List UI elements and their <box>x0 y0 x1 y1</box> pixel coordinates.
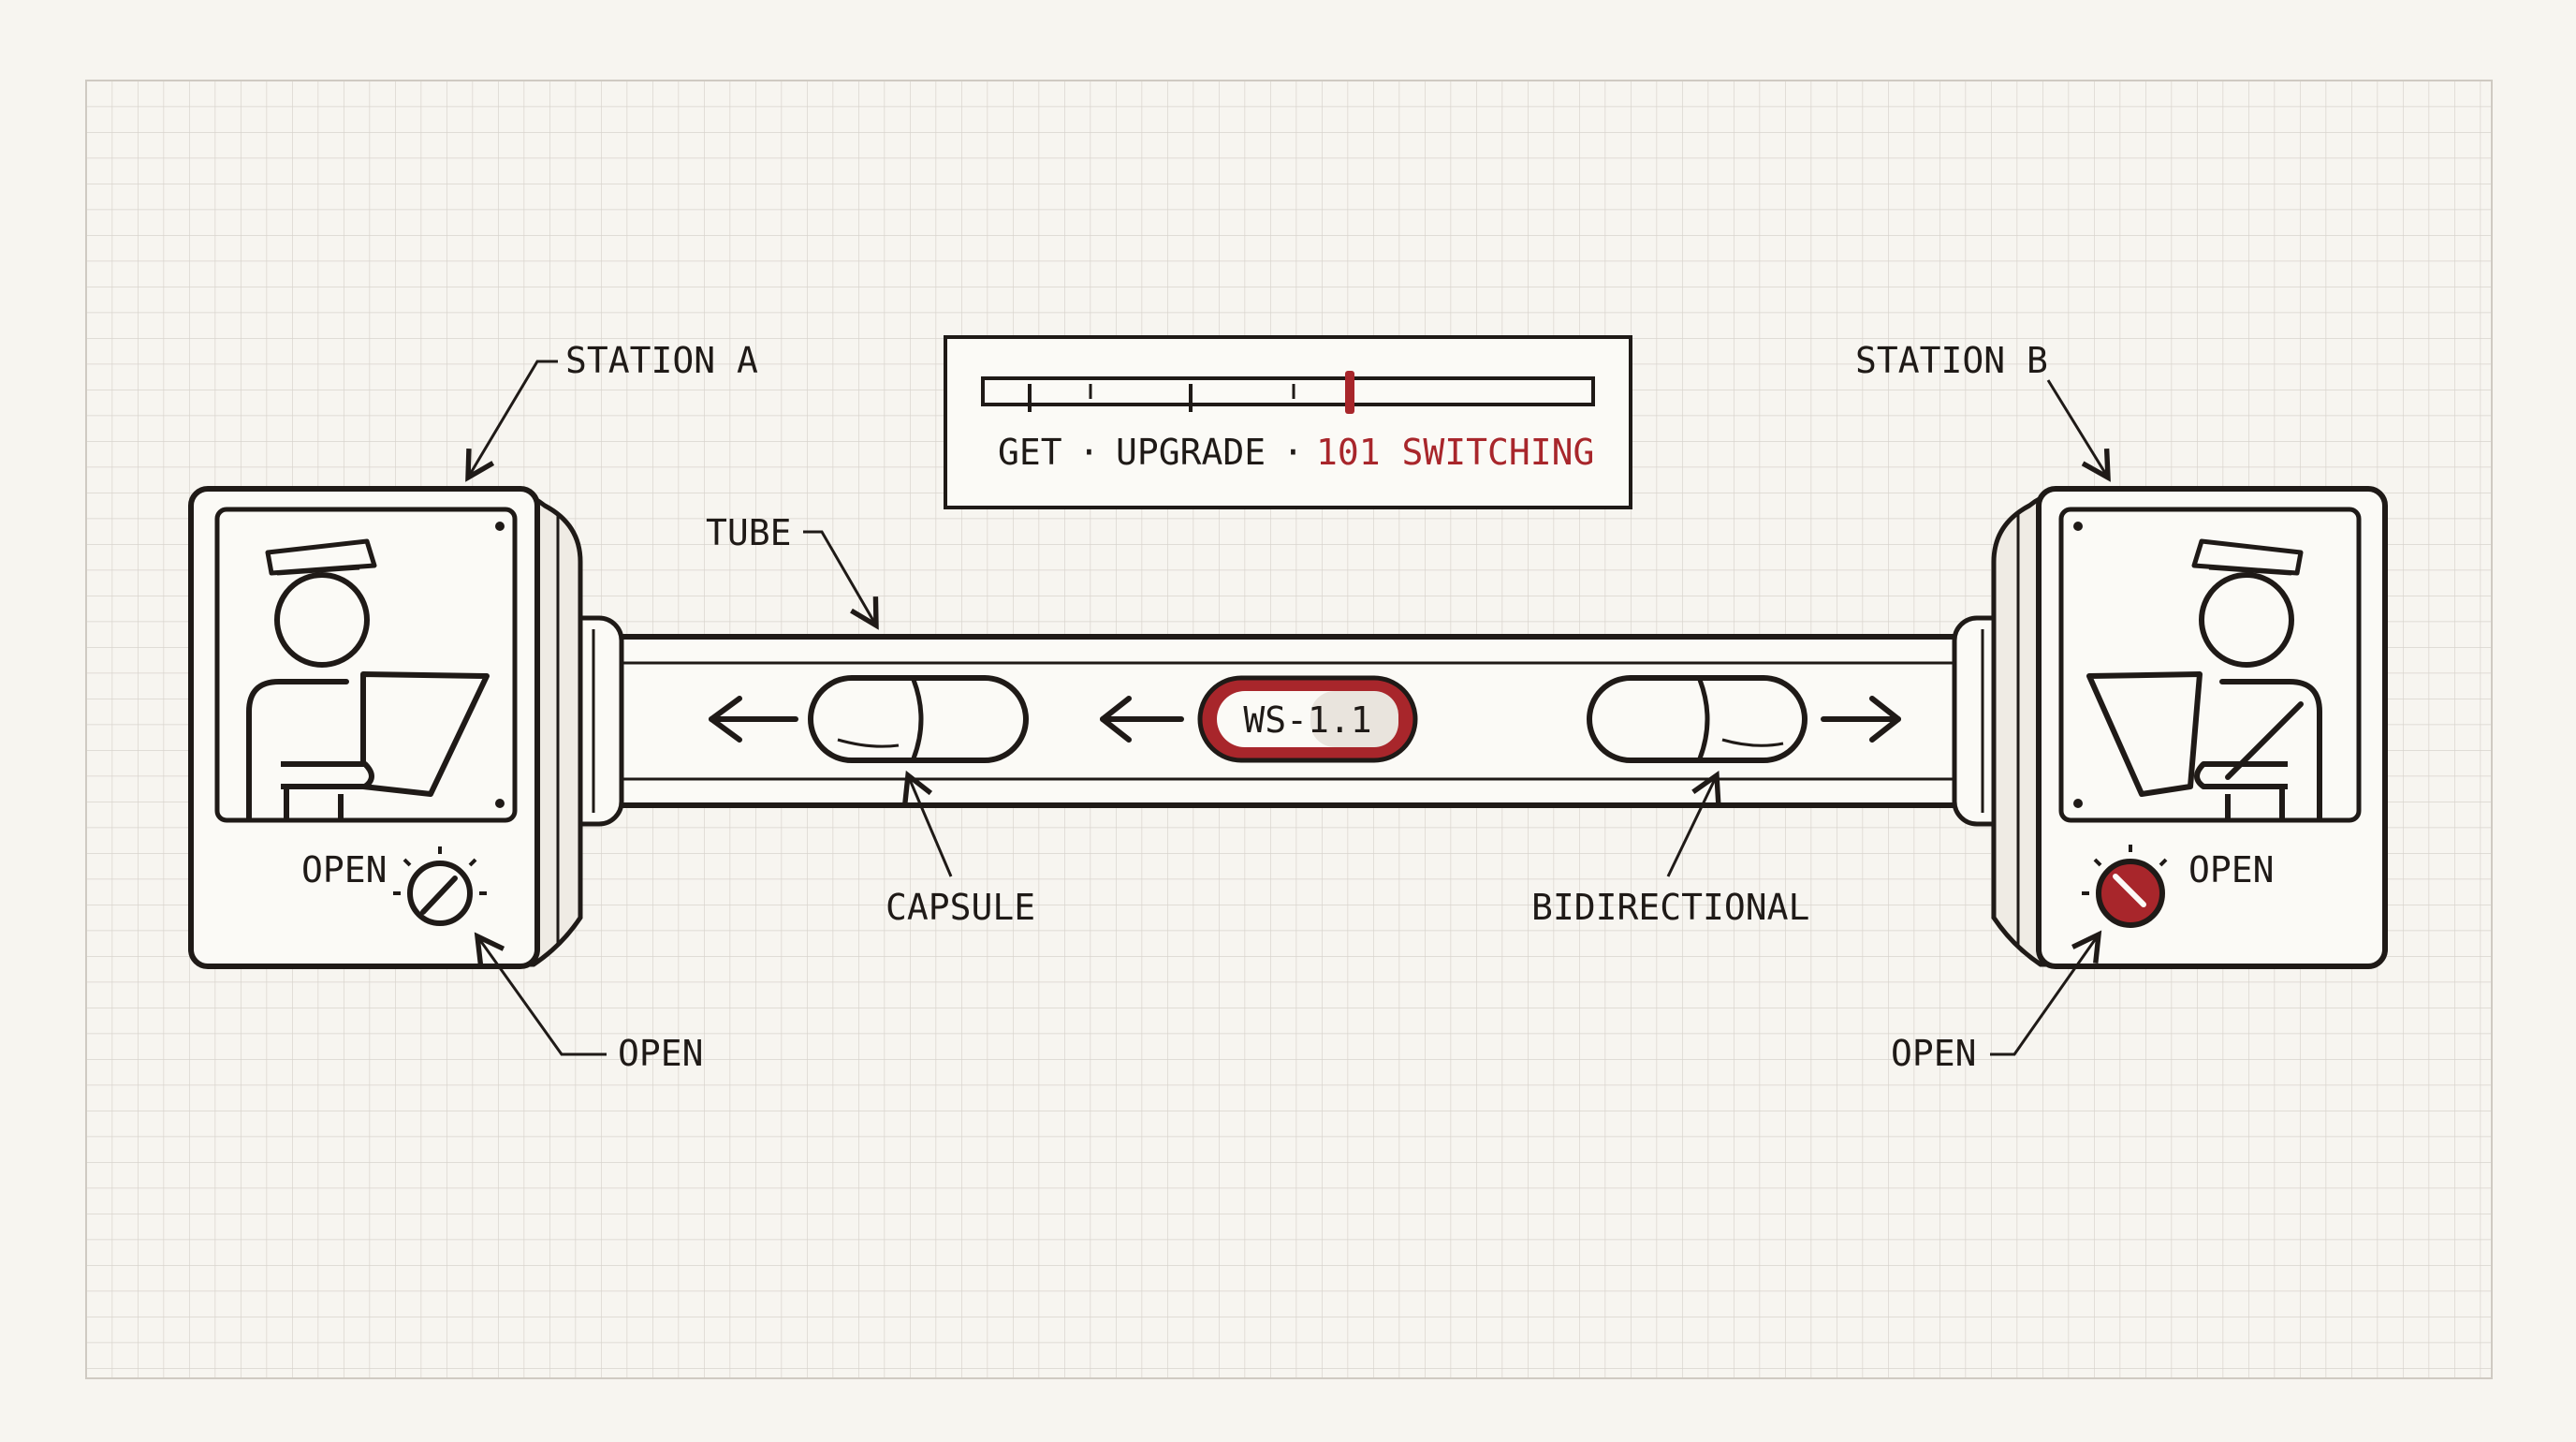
meter-indicator <box>1345 371 1354 414</box>
station-b-knob-label: OPEN <box>2188 849 2275 890</box>
capsule-right <box>1587 675 1808 763</box>
meter-track <box>981 376 1595 406</box>
capsule-leader <box>902 770 953 877</box>
capsule-left <box>808 675 1029 763</box>
station-b: OPEN <box>1991 486 2388 969</box>
tube-leader <box>803 530 879 630</box>
guard-b-icon <box>2086 538 2322 821</box>
station-a-leader <box>465 360 558 482</box>
tube-label: TUBE <box>706 512 792 553</box>
capsule-label: WS-1.1 <box>1243 699 1371 741</box>
protocol-meter: GET · UPGRADE · 101 SWITCHING <box>944 335 1632 509</box>
arrow-left-icon <box>709 696 798 743</box>
meter-step-upgrade: UPGRADE <box>1116 432 1266 473</box>
open-callout-a-leader <box>474 932 607 1056</box>
meter-separator: · <box>1282 432 1304 473</box>
arrow-right-icon <box>1821 696 1901 743</box>
station-a: OPEN <box>188 486 583 969</box>
meter-step-switching: 101 SWITCHING <box>1316 432 1594 473</box>
bidirectional-label: BIDIRECTIONAL <box>1531 887 1809 928</box>
station-a-label: STATION A <box>565 340 758 381</box>
capsule-callout-label: CAPSULE <box>886 887 1035 928</box>
meter-step-get: GET <box>998 432 1062 473</box>
station-b-label: STATION B <box>1855 340 2048 381</box>
knob-b-icon[interactable] <box>2082 845 2168 928</box>
open-callout-a-label: OPEN <box>618 1033 704 1074</box>
arrow-left-icon <box>1100 696 1184 743</box>
station-b-leader <box>2046 379 2111 482</box>
knob-a-icon[interactable] <box>393 846 487 926</box>
guard-a-icon <box>246 538 490 821</box>
open-callout-b-leader <box>1990 930 2102 1056</box>
meter-frame <box>944 335 1632 509</box>
meter-separator: · <box>1078 432 1100 473</box>
open-callout-b-label: OPEN <box>1891 1033 1977 1074</box>
bidirectional-leader <box>1666 770 1721 877</box>
capsule-center: WS-1.1 <box>1197 675 1418 763</box>
station-a-knob-label: OPEN <box>301 849 388 890</box>
